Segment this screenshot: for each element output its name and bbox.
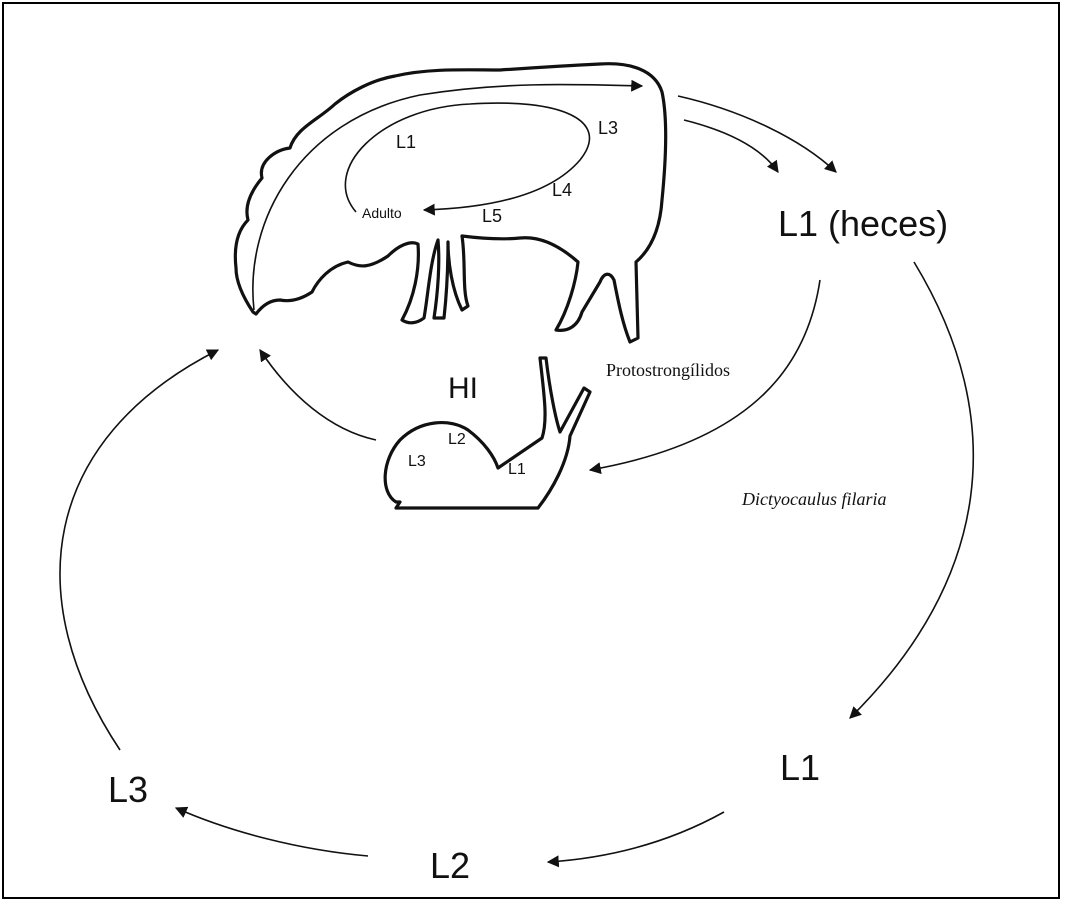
arrow-snail-to-sheep	[260, 350, 376, 440]
snail-icon	[385, 358, 590, 508]
feces-l1-label: L1 (heces)	[778, 203, 948, 244]
arrow-sheep-to-feces-1	[678, 96, 836, 172]
environment-l3-label: L3	[108, 769, 148, 810]
environment-l2-label: L2	[430, 845, 470, 886]
snail-stage-l2: L2	[448, 431, 466, 448]
sheep-stage-adult: Adulto	[362, 205, 402, 221]
arrow-l3-to-sheep	[60, 350, 218, 750]
snail-stage-l1: L1	[508, 461, 526, 478]
environment-l1-label: L1	[780, 747, 820, 788]
arrow-l1-to-l2	[548, 812, 724, 862]
sheep-stage-l4: L4	[552, 180, 572, 200]
dictyocaulus-route-label: Dictyocaulus filaria	[741, 489, 886, 509]
sheep-stage-l1: L1	[396, 132, 416, 152]
sheep-stage-l5: L5	[482, 206, 502, 226]
sheep-stage-l3: L3	[598, 118, 618, 138]
arrow-l2-to-l3	[176, 808, 368, 856]
snail-host-label: HI	[448, 372, 478, 405]
arrow-sheep-to-feces-2	[684, 120, 778, 172]
protostrongylid-route-label: Protostrongílidos	[606, 360, 730, 380]
snail-stage-l3: L3	[408, 453, 426, 470]
